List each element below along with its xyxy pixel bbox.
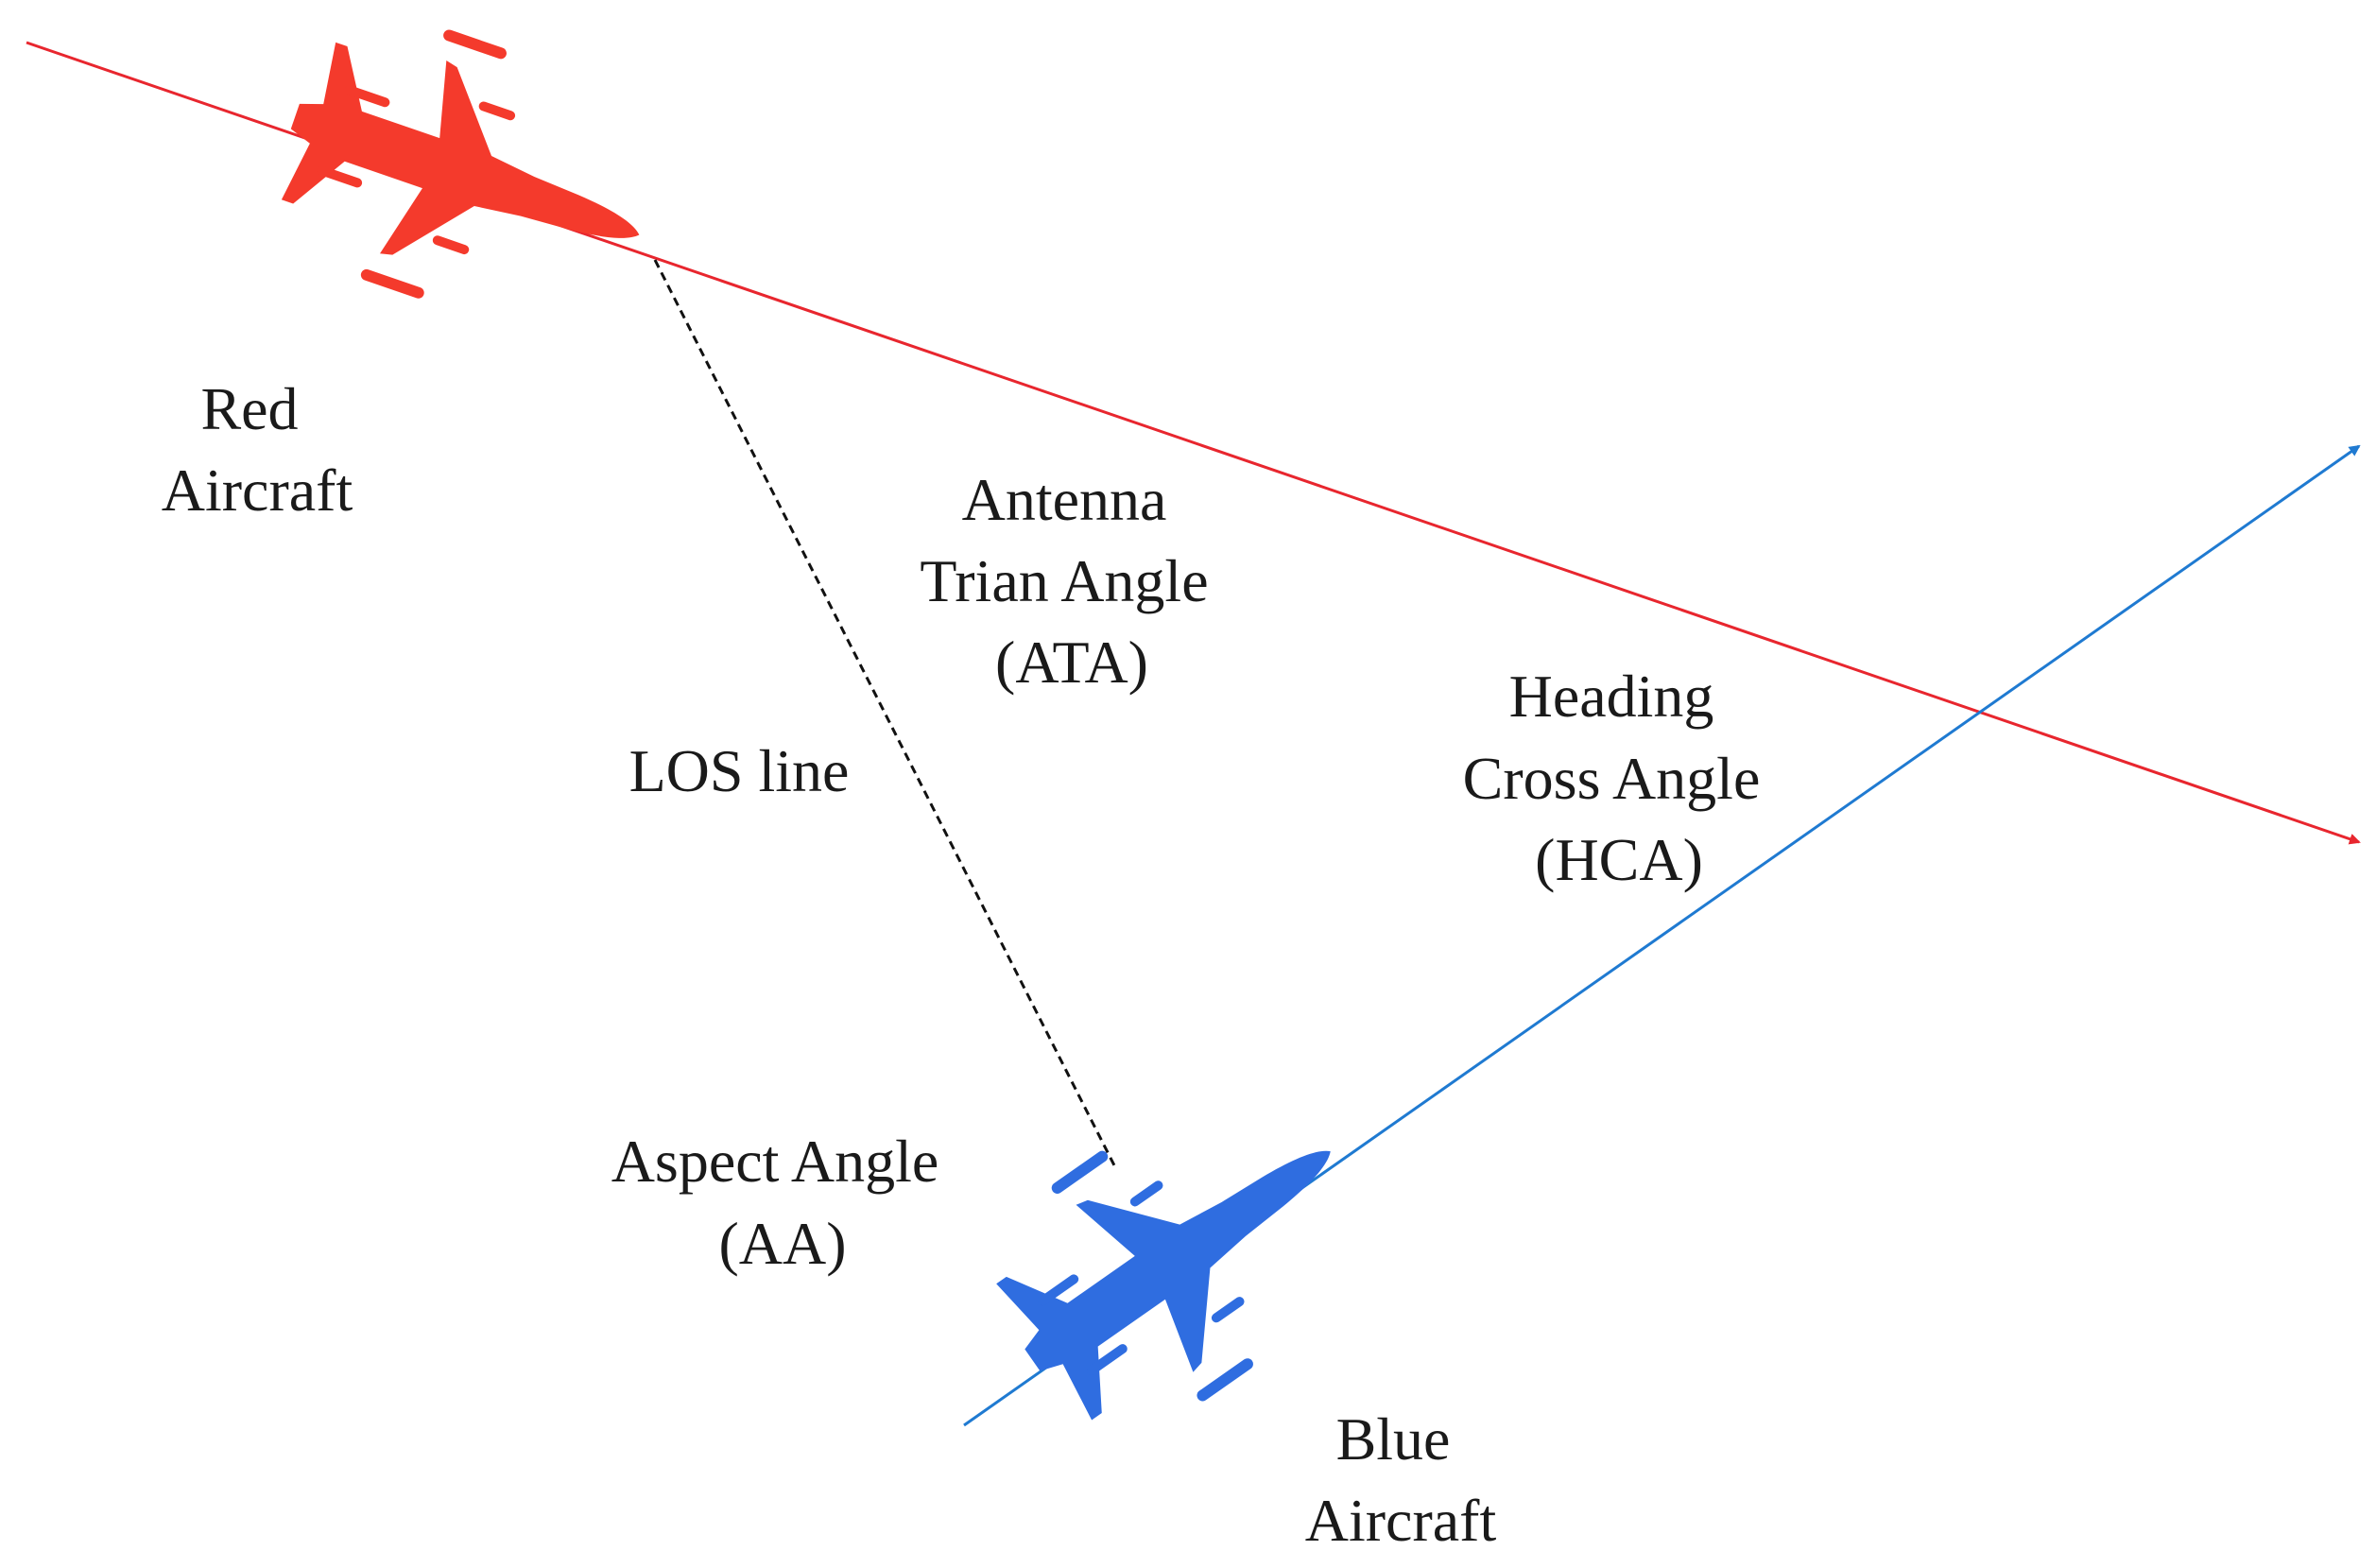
red-aircraft-icon: [251, 0, 682, 360]
blue-aircraft-label: Blue Aircraft: [1305, 1405, 1497, 1554]
ata-label: Antenna Trian Angle (ATA): [920, 466, 1223, 696]
red-aircraft-label: Red Aircraft: [162, 375, 353, 524]
hca-label: Heading Cross Angle (HCA): [1463, 663, 1776, 893]
los-line-label: LOS line: [629, 737, 850, 804]
aa-label: Aspect Angle (AA): [611, 1128, 955, 1277]
los-line: [653, 259, 1117, 1168]
